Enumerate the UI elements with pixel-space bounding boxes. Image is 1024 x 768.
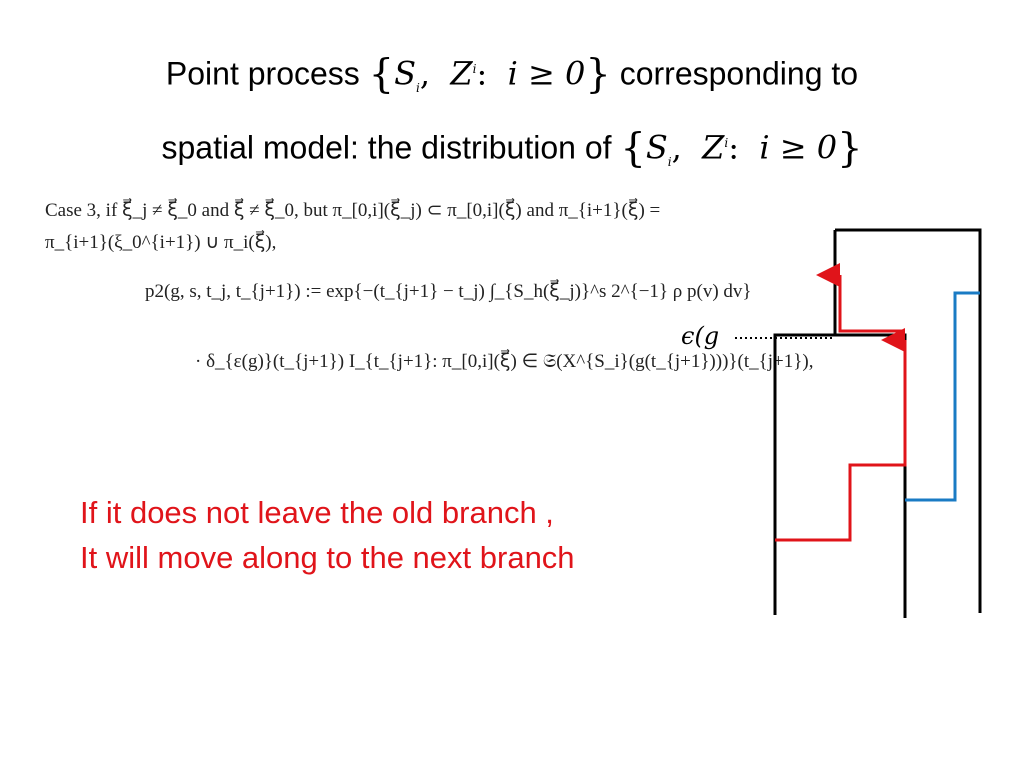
epsilon-label: ϵ(g <box>681 322 720 350</box>
slide-title: Point process {Si, Zi: i ≥ 0} correspond… <box>0 42 1024 190</box>
tree-branches <box>773 228 982 618</box>
note-line-2: It will move along to the next branch <box>80 540 575 575</box>
equation-p2: p2(g, s, t_j, t_{j+1}) := exp{−(t_{j+1} … <box>145 281 752 302</box>
case-line-1: Case 3, if ξ⃗_j ≠ ξ⃗_0 and ξ⃗ ≠ ξ⃗_0, bu… <box>45 200 661 221</box>
case-3-text: Case 3, if ξ⃗_j ≠ ξ⃗_0 and ξ⃗ ≠ ξ⃗_0, bu… <box>45 195 780 259</box>
title-text-1: Point process <box>165 55 369 92</box>
red-path-upper <box>816 263 905 333</box>
branch-top <box>835 228 982 613</box>
red-path <box>775 263 907 542</box>
title-line-2: spatial model: the distribution of {Si, … <box>161 125 863 172</box>
title-line-1: Point process {Si, Zi: i ≥ 0} correspond… <box>165 51 859 98</box>
case-line-2: π_{i+1}(ξ_0^{i+1}) ∪ π_i(ξ⃗), <box>45 232 277 253</box>
branch-outer <box>773 333 907 618</box>
note-line-1: If it does not leave the old branch , <box>80 495 554 530</box>
title-text-3: spatial model: the distribution of <box>161 129 621 166</box>
red-path-lower <box>775 328 907 542</box>
red-note: If it does not leave the old branch , It… <box>80 490 575 580</box>
title-text-2: corresponding to <box>610 55 859 92</box>
blue-path <box>905 291 980 502</box>
equation-delta-indicator: · δ_{ε(g)}(t_{j+1}) I_{t_{j+1}: π_[0,i](… <box>195 351 814 372</box>
